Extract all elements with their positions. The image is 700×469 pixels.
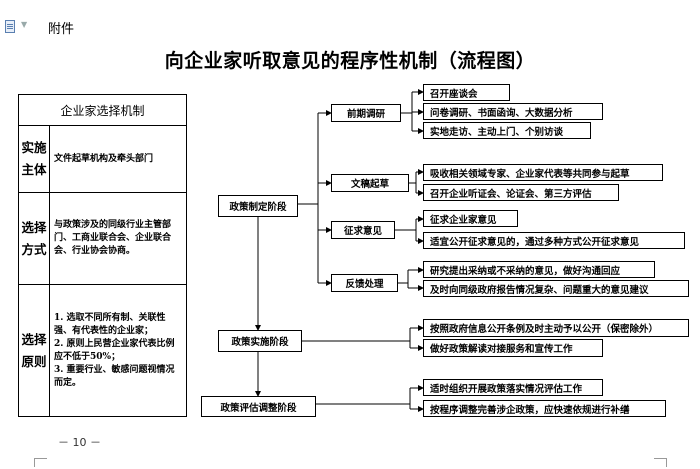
stage-policy-making: 政策制定阶段 xyxy=(218,195,298,217)
page-title: 向企业家听取意见的程序性机制（流程图） xyxy=(164,50,536,72)
row-text-method: 与政策涉及的同级行业主管部门、工商业联合会、企业联合会、行业协会协商。 xyxy=(49,192,187,285)
row-text-principle: 1. 选取不同所有制、关联性强、有代表性的企业家； 2. 原则上民营企业家代表比… xyxy=(49,284,187,417)
detail-symposium: 召开座谈会 xyxy=(423,84,510,101)
substage-drafting: 文稿起草 xyxy=(331,174,409,192)
detail-survey: 问卷调研、书面函询、大数据分析 xyxy=(423,103,603,120)
page-number: － 10 － xyxy=(58,436,101,449)
stage-policy-implementation: 政策实施阶段 xyxy=(218,330,302,352)
detail-interpretation: 做好政策解读对接服务和宣传工作 xyxy=(423,339,603,357)
document-icon xyxy=(5,20,15,33)
detail-disclosure: 按照政府信息公开条例及时主动予以公开（保密除外） xyxy=(423,319,689,337)
entrepreneur-selection-table: 企业家选择机制 实施主体 文件起草机构及牵头部门 选择方式 与政策涉及的同级行业… xyxy=(18,94,187,417)
dropdown-arrow-icon[interactable]: ▼ xyxy=(21,20,28,29)
page-corner-mark-left xyxy=(34,458,47,467)
substage-early-research: 前期调研 xyxy=(331,104,401,122)
substage-feedback: 反馈处理 xyxy=(331,274,398,292)
detail-public-consultation: 适宜公开征求意见的，通过多种方式公开征求意见 xyxy=(423,232,685,249)
detail-adoption-response: 研究提出采纳或不采纳的意见，做好沟通回应 xyxy=(423,261,655,278)
detail-hearing: 召开企业听证会、论证会、第三方评估 xyxy=(423,184,619,201)
substage-consultation: 征求意见 xyxy=(331,221,395,239)
detail-solicit-opinions: 征求企业家意见 xyxy=(423,210,518,227)
detail-site-visit: 实地走访、主动上门、个别访谈 xyxy=(423,122,591,139)
page-corner-mark-right xyxy=(654,458,667,467)
detail-adjustment: 按程序调整完善涉企政策，应快速依规进行补缮 xyxy=(423,400,666,417)
attachment-label: 附件 xyxy=(48,22,75,37)
row-label-principle: 选择原则 xyxy=(18,284,50,417)
detail-evaluation: 适时组织开展政策落实情况评估工作 xyxy=(423,379,603,396)
table-title: 企业家选择机制 xyxy=(18,94,187,126)
stage-policy-evaluation: 政策评估调整阶段 xyxy=(201,396,316,417)
detail-experts: 吸收相关领域专家、企业家代表等共同参与起草 xyxy=(423,164,663,181)
detail-report-government: 及时向同级政府报告情况复杂、问题重大的意见建议 xyxy=(423,280,689,297)
